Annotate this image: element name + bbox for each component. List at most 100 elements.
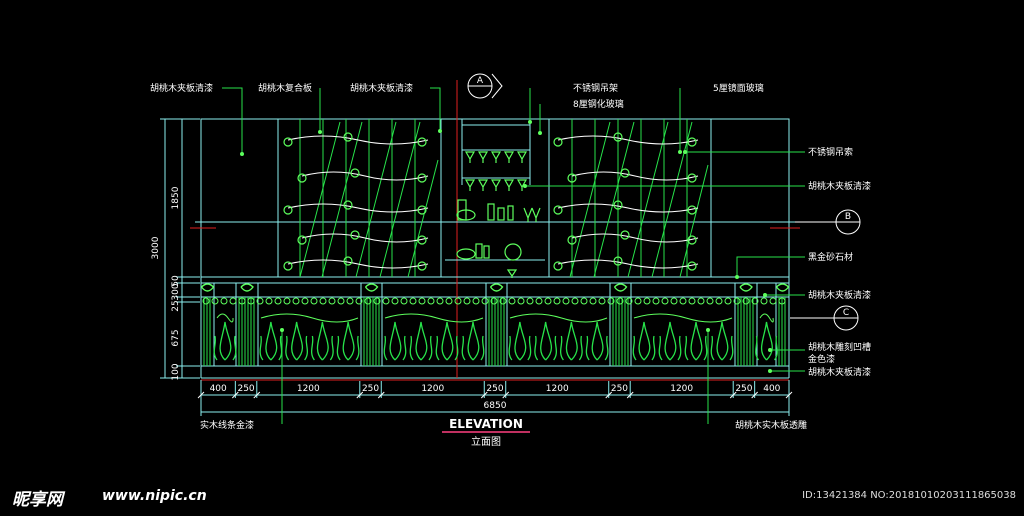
swirl-motif bbox=[417, 235, 427, 245]
section-marker-c bbox=[790, 305, 859, 331]
decor-panel-left bbox=[299, 119, 439, 278]
label-walnut-composite: 胡桃木复合板 bbox=[258, 82, 312, 94]
label-tempered-glass: 8厘钢化玻璃 bbox=[573, 98, 624, 110]
label-walnut-veneer-4: 胡桃木夹板清漆 bbox=[808, 289, 871, 301]
wine-glass bbox=[477, 179, 489, 191]
dim-tick-mark bbox=[356, 391, 364, 399]
swirl-motif bbox=[620, 230, 630, 240]
wine-glass bbox=[503, 179, 515, 191]
counter-post bbox=[734, 282, 758, 367]
band-scroll bbox=[409, 297, 417, 305]
drawing-title: ELEVATION bbox=[449, 417, 523, 431]
carved-flame bbox=[409, 321, 433, 361]
label-mirror-glass: 5厘镜面玻璃 bbox=[713, 82, 764, 94]
band-scroll bbox=[751, 297, 759, 305]
swirl-motif bbox=[613, 256, 623, 266]
band-scroll bbox=[535, 297, 543, 305]
dim-tick-mark bbox=[253, 391, 261, 399]
band-scroll bbox=[427, 297, 435, 305]
band-scroll bbox=[265, 297, 273, 305]
wine-glass bbox=[464, 151, 476, 163]
band-scroll bbox=[526, 297, 534, 305]
band-scroll bbox=[778, 297, 786, 305]
band-scroll bbox=[256, 297, 264, 305]
dim-tick-mark bbox=[785, 391, 793, 399]
label-black-granite: 黑金砂石材 bbox=[808, 251, 853, 263]
vertical-dimensions bbox=[160, 118, 200, 379]
swirl-motif bbox=[343, 132, 353, 142]
dim-label: 250 bbox=[735, 384, 752, 394]
band-scroll bbox=[490, 297, 498, 305]
counter-post bbox=[235, 282, 259, 367]
section-marker-b-label: B bbox=[845, 212, 851, 222]
carved-scroll bbox=[509, 313, 608, 323]
band-scroll bbox=[310, 297, 318, 305]
wave-motif bbox=[287, 203, 429, 213]
counter-posts bbox=[200, 282, 790, 367]
dim-vertical-4: 25 bbox=[171, 300, 181, 311]
band-scroll bbox=[598, 297, 606, 305]
carved-panels bbox=[213, 313, 778, 361]
band-scroll bbox=[508, 297, 516, 305]
band-scroll bbox=[679, 297, 687, 305]
carved-flame bbox=[435, 321, 459, 361]
drawing-subtitle: 立面图 bbox=[471, 435, 501, 448]
label-walnut-veneer-2: 胡桃木夹板清漆 bbox=[350, 82, 413, 94]
wave-motif bbox=[301, 233, 429, 243]
band-scroll bbox=[283, 297, 291, 305]
swirl-motif bbox=[553, 261, 563, 271]
band-scroll bbox=[553, 297, 561, 305]
carved-flame bbox=[259, 321, 283, 361]
band-scroll bbox=[580, 297, 588, 305]
post-capital bbox=[200, 283, 215, 292]
dim-vertical-3: 300 bbox=[171, 283, 181, 300]
dim-tick-mark bbox=[502, 391, 510, 399]
dim-label: 400 bbox=[210, 384, 227, 394]
carved-scroll bbox=[384, 313, 484, 323]
label-carved-walnut-board: 胡桃木实木板透雕 bbox=[735, 419, 807, 431]
band-scroll bbox=[328, 297, 336, 305]
band-scroll bbox=[436, 297, 444, 305]
band-scroll bbox=[229, 297, 237, 305]
dim-tick-mark bbox=[605, 391, 613, 399]
band-scroll bbox=[355, 297, 363, 305]
band-scroll bbox=[697, 297, 705, 305]
swirl-motif bbox=[283, 137, 293, 147]
carved-flame bbox=[213, 321, 237, 361]
carved-flame bbox=[559, 321, 583, 361]
wave-motif bbox=[557, 259, 699, 269]
band-scroll bbox=[382, 297, 390, 305]
band-scroll bbox=[571, 297, 579, 305]
carved-scroll bbox=[633, 313, 733, 323]
carved-flame bbox=[684, 321, 708, 361]
label-gold-paint: 金色漆 bbox=[808, 353, 835, 365]
dim-label: 250 bbox=[362, 384, 379, 394]
decor-panel-right bbox=[569, 119, 709, 278]
dim-vertical-2: 50 bbox=[171, 275, 181, 287]
label-steel-hanger: 不锈钢吊架 bbox=[573, 82, 618, 94]
wave-motif bbox=[557, 203, 699, 213]
band-scroll bbox=[400, 297, 408, 305]
wave-motif bbox=[557, 135, 699, 145]
section-marker-c-label: C bbox=[843, 308, 849, 318]
section-marker-a bbox=[467, 73, 503, 99]
dim-label: 250 bbox=[611, 384, 628, 394]
wine-glass bbox=[503, 151, 515, 163]
swirl-motif bbox=[687, 205, 697, 215]
dim-label: 1200 bbox=[546, 384, 569, 394]
post-capital bbox=[739, 283, 753, 292]
section-marker-a-label: A bbox=[477, 76, 484, 86]
band-scroll bbox=[769, 297, 777, 305]
wine-glass bbox=[490, 151, 502, 163]
label-walnut-veneer-3: 胡桃木夹板清漆 bbox=[808, 180, 871, 192]
swirl-motif bbox=[417, 261, 427, 271]
band-scroll bbox=[319, 297, 327, 305]
band-scroll bbox=[220, 297, 228, 305]
dim-vertical-6: 100 bbox=[171, 363, 181, 380]
post-capital bbox=[775, 283, 790, 292]
band-scroll bbox=[643, 297, 651, 305]
carved-flame bbox=[310, 321, 334, 361]
swirl-motif bbox=[350, 168, 360, 178]
watermark-url: www.nipic.cn bbox=[102, 488, 207, 504]
